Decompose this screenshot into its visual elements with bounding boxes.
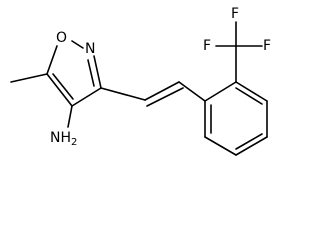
bond-ph2-ph3 [235, 81, 268, 102]
bond-c3-vinyl [100, 87, 146, 101]
bond-ph5-ph6 [204, 136, 237, 156]
bond-ph4-ph5-double [235, 133, 263, 150]
molecule-drawing: O N F F F NH2 [10, 6, 271, 156]
bond-c4-amine [67, 105, 73, 128]
fluorine-left-label: F [203, 38, 211, 54]
bond-c5-methyl [10, 73, 48, 83]
amine-nh: NH [50, 130, 71, 146]
bond-vinyl-double [144, 81, 180, 101]
bond-ph4-ph5 [235, 136, 268, 156]
bond-c5-o1 [46, 45, 58, 75]
amine-label: NH2 [50, 130, 77, 148]
bond-o1-n2 [71, 40, 84, 49]
amine-subscript: 2 [71, 137, 77, 148]
bond-ph2-ph3-double [235, 87, 263, 105]
bond-c4-c5-double [52, 73, 74, 100]
ring-nitrogen-label: N [85, 41, 95, 57]
fluorine-right-label: F [263, 38, 271, 54]
bond-n2-c3 [93, 55, 102, 89]
bond-vinyl-double-inner [146, 87, 184, 107]
bond-vinyl-phenyl [178, 81, 206, 102]
bond-c4-c5 [46, 73, 73, 107]
bond-n2-c3-double [87, 59, 95, 87]
ring-oxygen-label: O [56, 30, 67, 46]
structure-canvas: O N F F F NH2 [10, 6, 271, 156]
fluorine-top-label: F [231, 6, 239, 22]
bond-ph1-ph2 [204, 81, 237, 102]
bond-c3-c4 [71, 87, 102, 107]
